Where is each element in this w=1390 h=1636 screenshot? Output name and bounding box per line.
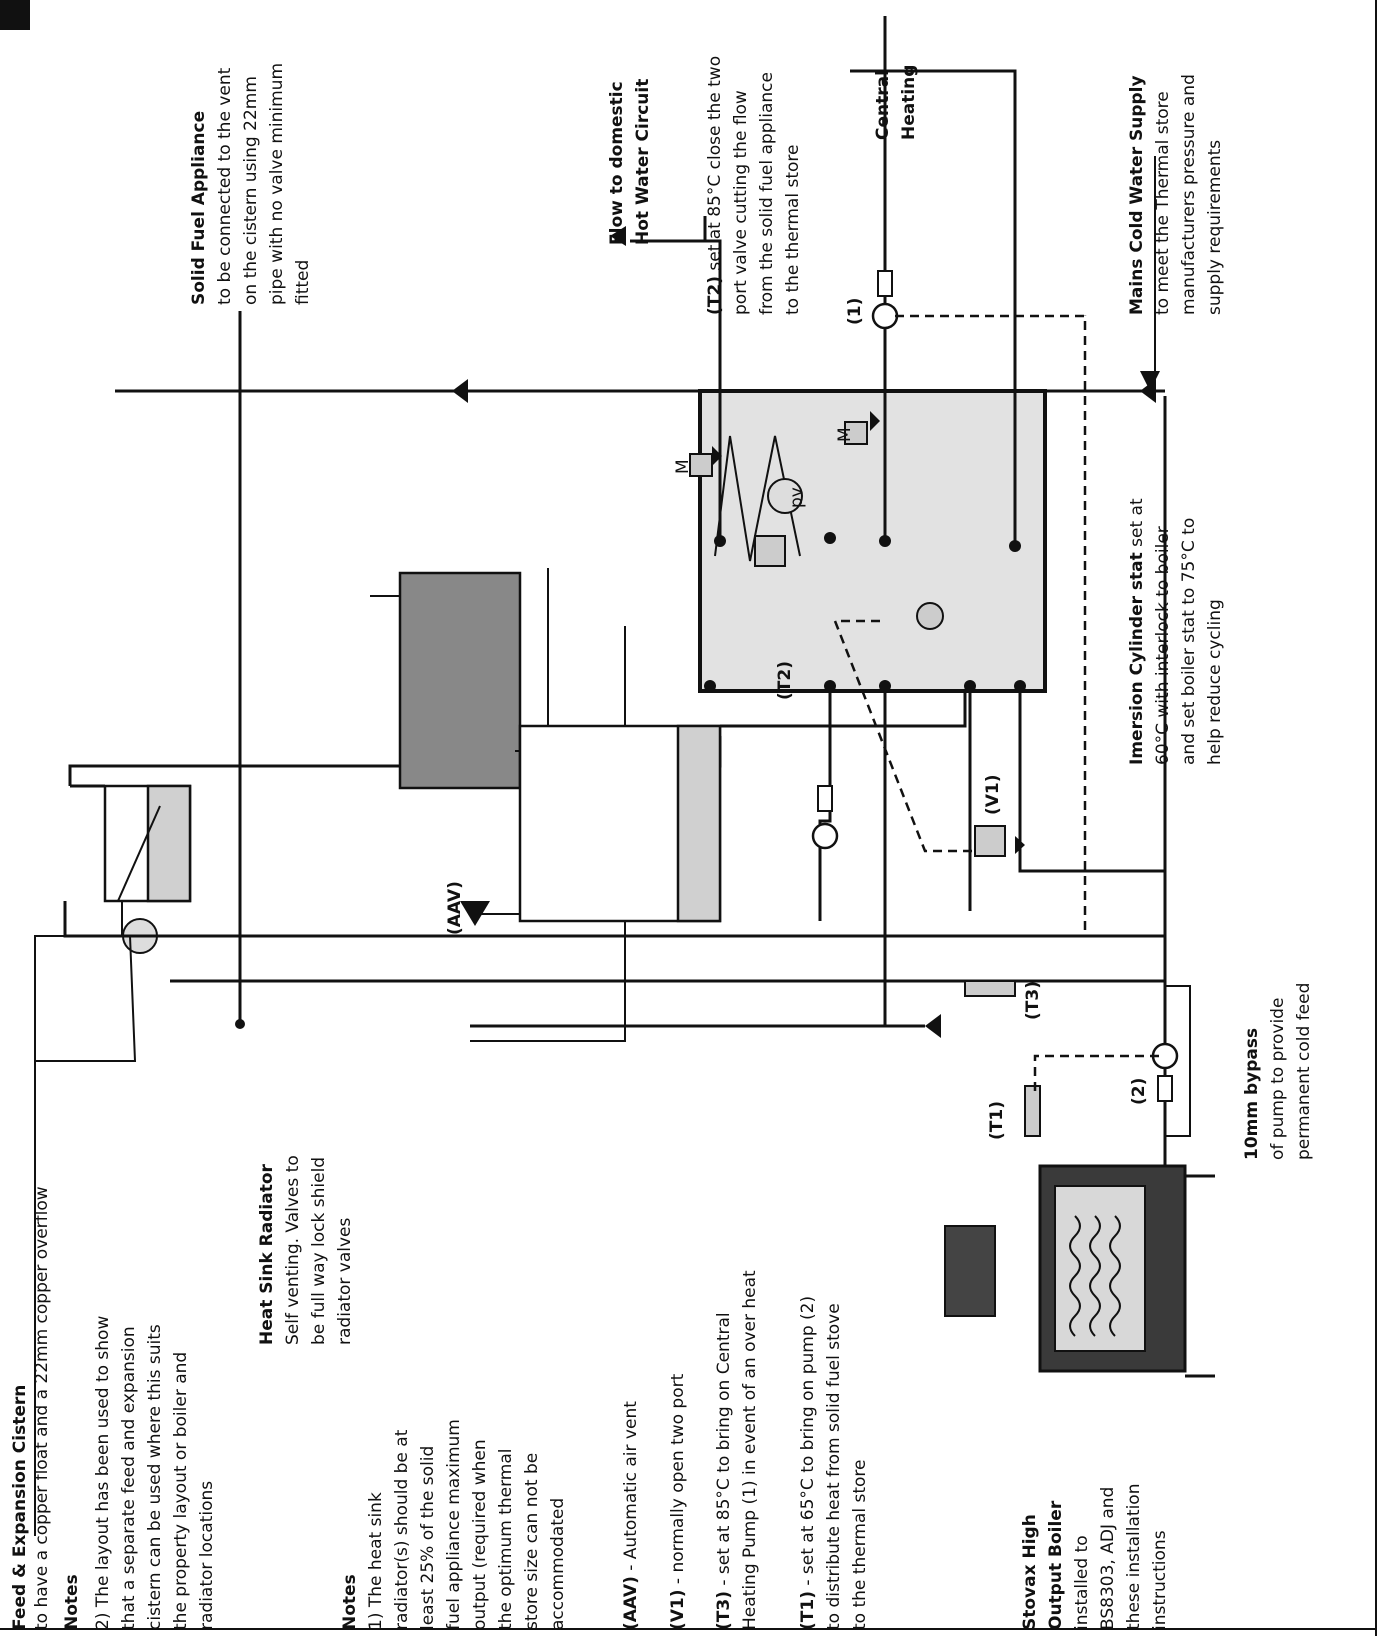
bypass-pipe: [1165, 985, 1191, 1137]
notes-2: 2) The layout has been used to show that…: [93, 1316, 217, 1630]
sfa-title: Solid Fuel Appliance: [189, 111, 209, 305]
t1-sensor: [1024, 1085, 1041, 1137]
stovax-title-2: Output Boiler: [1046, 1500, 1066, 1630]
immersion-line-3: and set boiler stat to 75°C to: [1179, 518, 1199, 765]
stovax-text: installed to BS8303, ADJ and these insta…: [1072, 1484, 1170, 1630]
feed-cistern-text: to have a copper float and a 22mm copper…: [32, 1186, 52, 1630]
sfa-line-3: pipe with no valve minimum: [267, 63, 287, 305]
bypass-line-2: permanent cold feed: [1294, 983, 1314, 1160]
svg-text:least 25% of the solid: least 25% of the solid: [418, 1446, 438, 1630]
sfa-line-4: fitted: [293, 260, 313, 305]
stovax-boiler: [944, 1164, 1215, 1378]
sfa-line-2: on the cistern using 22mm: [241, 76, 261, 305]
mains-title: Mains Cold Water Supply: [1127, 75, 1147, 315]
t2-line-1: (T2) set at 85°C close the two: [705, 56, 725, 315]
aav-legend: (AAV) - Automatic air vent: [621, 1401, 641, 1630]
immersion-line-4: help reduce cycling: [1205, 599, 1225, 765]
mains-line-2: manufacturers pressure and: [1179, 74, 1199, 315]
aav-tag: (AAV): [445, 881, 465, 935]
immersion-line-2: 60°C with interlock to boiler: [1153, 526, 1173, 765]
svg-text:radiator(s) should be at: radiator(s) should be at: [392, 1429, 412, 1630]
pump2-tag: (2): [1129, 1078, 1149, 1105]
svg-text:the property layout or boiler: the property layout or boiler and: [171, 1352, 191, 1630]
t3-legend-1: (T3) - set at 85°C to bring on Central: [714, 1312, 734, 1630]
heat-sink-text: Self venting. Valves to be full way lock…: [283, 1155, 355, 1345]
svg-text:that a separate feed and expan: that a separate feed and expansion: [119, 1326, 139, 1630]
t1-legend-1: (T1) - set at 65°C to bring on pump (2): [798, 1296, 818, 1630]
flow-domestic-2: Hot Water Circuit: [633, 79, 653, 245]
v1-legend: (V1) - normally open two port: [668, 1373, 688, 1630]
motor-valve-a: [689, 446, 722, 477]
pump-1: [871, 270, 899, 330]
bypass-title: 10mm bypass: [1242, 1028, 1262, 1160]
motor-b-tag: M: [835, 427, 855, 442]
thermal-store: [698, 389, 1047, 693]
svg-text:cistern can be used where this: cistern can be used where this suits: [145, 1324, 165, 1630]
buffer-pump: [811, 785, 839, 850]
svg-text:store size can not be: store size can not be: [522, 1453, 542, 1630]
svg-text:accommodated: accommodated: [548, 1498, 568, 1630]
t3-legend-2: Heating Pump (1) in event of an over hea…: [740, 1270, 760, 1630]
svg-text:1) The heat sink: 1) The heat sink: [366, 1492, 386, 1630]
svg-text:fuel appliance maximum: fuel appliance maximum: [444, 1419, 464, 1630]
heat-sink-title: Heat Sink Radiator: [257, 1163, 277, 1345]
pv-tag: pv: [787, 487, 807, 508]
notes-1-title: Notes: [340, 1574, 360, 1630]
t2-line-2: port valve cutting the flow: [731, 90, 751, 315]
notes-2-title: Notes: [62, 1574, 82, 1630]
stovax-title-1: Stovax High: [1020, 1514, 1040, 1630]
t2-tag: (T2): [775, 661, 795, 700]
svg-text:these installation: these installation: [1124, 1484, 1144, 1630]
central-heating-1: Central: [873, 70, 893, 140]
sfa-line-1: to be connected to the vent: [215, 67, 235, 305]
pump1-tag: (1): [845, 298, 865, 325]
mains-line-1: to meet the Thermal store: [1153, 91, 1173, 315]
t3-sensor: [964, 980, 1016, 997]
svg-text:the optimum thermal: the optimum thermal: [496, 1449, 516, 1630]
flow-arrow-a: [452, 379, 468, 403]
motor-a-tag: M: [673, 459, 693, 474]
pv-vessel: [767, 478, 803, 514]
feed-cistern-title: Feed & Expansion Cistern: [10, 1385, 30, 1630]
t3-tag: (T3): [1023, 981, 1043, 1020]
mains-line-3: supply requirements: [1205, 140, 1225, 315]
t2-line-4: to the thermal store: [783, 145, 803, 315]
svg-text:2) The layout has been used to: 2) The layout has been used to show: [93, 1316, 113, 1630]
v1-tag: (V1): [983, 774, 1003, 815]
float-leader: [35, 935, 137, 1062]
immersion-line-1: Imersion Cylinder stat set at: [1127, 498, 1147, 765]
corner-tab: [0, 0, 30, 30]
svg-text:Self venting. Valves to: Self venting. Valves to: [283, 1155, 303, 1345]
svg-text:radiator valves: radiator valves: [335, 1217, 355, 1345]
heat-sink-radiator: [398, 571, 522, 790]
svg-text:BS8303, ADJ and: BS8303, ADJ and: [1098, 1487, 1118, 1630]
flow-domestic-1: Flow to domestic: [607, 81, 627, 245]
svg-text:instructions: instructions: [1150, 1530, 1170, 1630]
svg-text:radiator locations: radiator locations: [197, 1481, 217, 1630]
svg-text:installed to: installed to: [1072, 1535, 1092, 1630]
motor-valve-b: [844, 411, 880, 445]
central-heating-2: Heating: [899, 65, 919, 140]
t1-legend-3: to the thermal store: [850, 1460, 870, 1630]
v1-valve: [974, 825, 1025, 857]
t1-tag: (T1): [987, 1101, 1007, 1140]
t2-signal: [833, 619, 975, 853]
flow-arrow-c: [925, 1014, 941, 1038]
buffer-cylinder: [518, 724, 722, 923]
notes-1: 1) The heat sink radiator(s) should be a…: [366, 1419, 568, 1630]
t2-line-3: from the solid fuel appliance: [757, 72, 777, 315]
svg-text:output (required when: output (required when: [470, 1439, 490, 1630]
svg-text:be full way lock shield: be full way lock shield: [309, 1157, 329, 1345]
t1-legend-2: to distribute heat from solid fuel stove: [824, 1303, 844, 1630]
bypass-line-1: of pump to provide: [1268, 998, 1288, 1160]
feed-expansion-cistern: [103, 784, 192, 954]
